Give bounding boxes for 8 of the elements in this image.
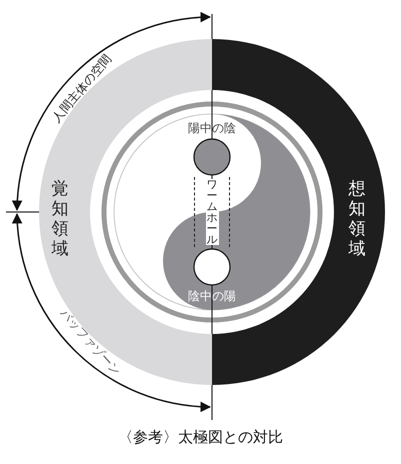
caption: 〈参考〉太極図との対比 — [117, 428, 284, 447]
dot-label: 陰中の陽 — [187, 289, 237, 303]
dashed-frame: ワームホール — [194, 177, 230, 247]
region-label: 想知領域 — [348, 179, 366, 259]
region-label: 覚知領域 — [51, 179, 69, 259]
arc-label: バッファゾーン — [56, 306, 124, 380]
dot-label: 陽中の陰 — [187, 121, 237, 135]
arc-label: 人間主体の空間 — [48, 50, 115, 126]
